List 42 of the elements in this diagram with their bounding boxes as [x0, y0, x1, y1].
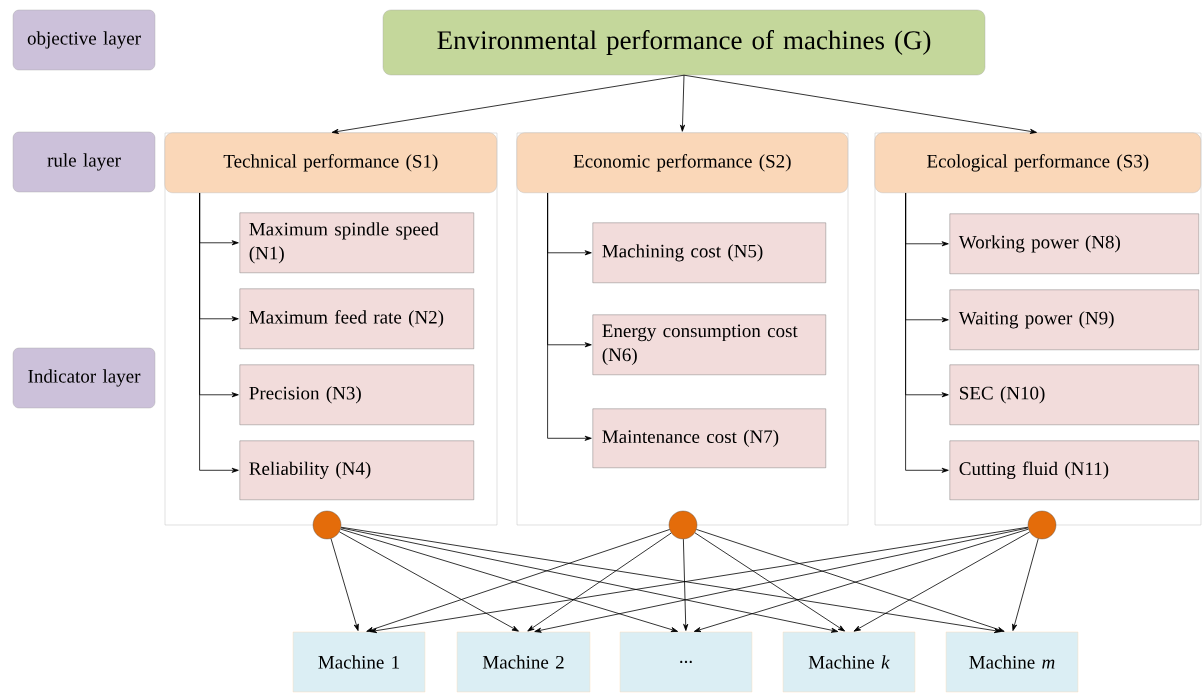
indicator-box: Maintenance cost (N7)	[592, 408, 826, 468]
arrow	[331, 74, 685, 134]
indicator-box: SEC (N10)	[949, 364, 1199, 425]
arrow	[330, 538, 359, 631]
arrow	[905, 192, 949, 473]
circle-node	[1027, 510, 1057, 540]
machine-box: Machine 2	[456, 631, 591, 693]
machine-box: ...	[619, 631, 753, 693]
layer-label-box: objective layer	[12, 9, 156, 71]
indicator-box: Energy consumption cost (N6)	[592, 314, 826, 375]
arrow	[683, 538, 689, 631]
arrow	[853, 531, 1031, 632]
layer-label-box: rule layer	[12, 131, 156, 193]
criterion-box: Technical performance (S1)	[164, 132, 497, 193]
arrow	[694, 532, 846, 632]
machine-box: Machine k	[782, 631, 916, 693]
indicator-box: Machining cost (N5)	[592, 222, 826, 283]
machine-box: Machine 1	[292, 631, 426, 693]
arrow	[683, 74, 1037, 134]
arrow	[199, 192, 239, 473]
goal-box: Environmental performance of machines (G)	[382, 9, 986, 76]
criterion-box: Ecological performance (S3)	[874, 132, 1201, 193]
layer-label-box: Indicator layer	[12, 347, 156, 409]
indicator-box: Working power (N8)	[949, 213, 1199, 274]
arrow	[339, 531, 519, 632]
arrow	[680, 74, 686, 132]
arrow	[534, 527, 1029, 633]
arrow	[527, 532, 672, 632]
circle-node	[312, 510, 342, 540]
criterion-box: Economic performance (S2)	[516, 132, 848, 193]
indicator-box: Cutting fluid (N11)	[949, 440, 1199, 500]
indicator-box: Precision (N3)	[239, 364, 474, 425]
arrow	[340, 527, 839, 633]
arrow	[547, 192, 592, 441]
indicator-box: Maximum spindle speed (N1)	[239, 212, 474, 273]
indicator-box: Waiting power (N9)	[949, 289, 1199, 350]
indicator-box: Maximum feed rate (N2)	[239, 288, 474, 349]
indicator-box: Reliability (N4)	[239, 440, 474, 500]
arrow	[1012, 538, 1039, 631]
machine-box: Machine m	[945, 631, 1079, 693]
circle-node	[668, 510, 698, 540]
panel-frame	[874, 132, 1202, 526]
